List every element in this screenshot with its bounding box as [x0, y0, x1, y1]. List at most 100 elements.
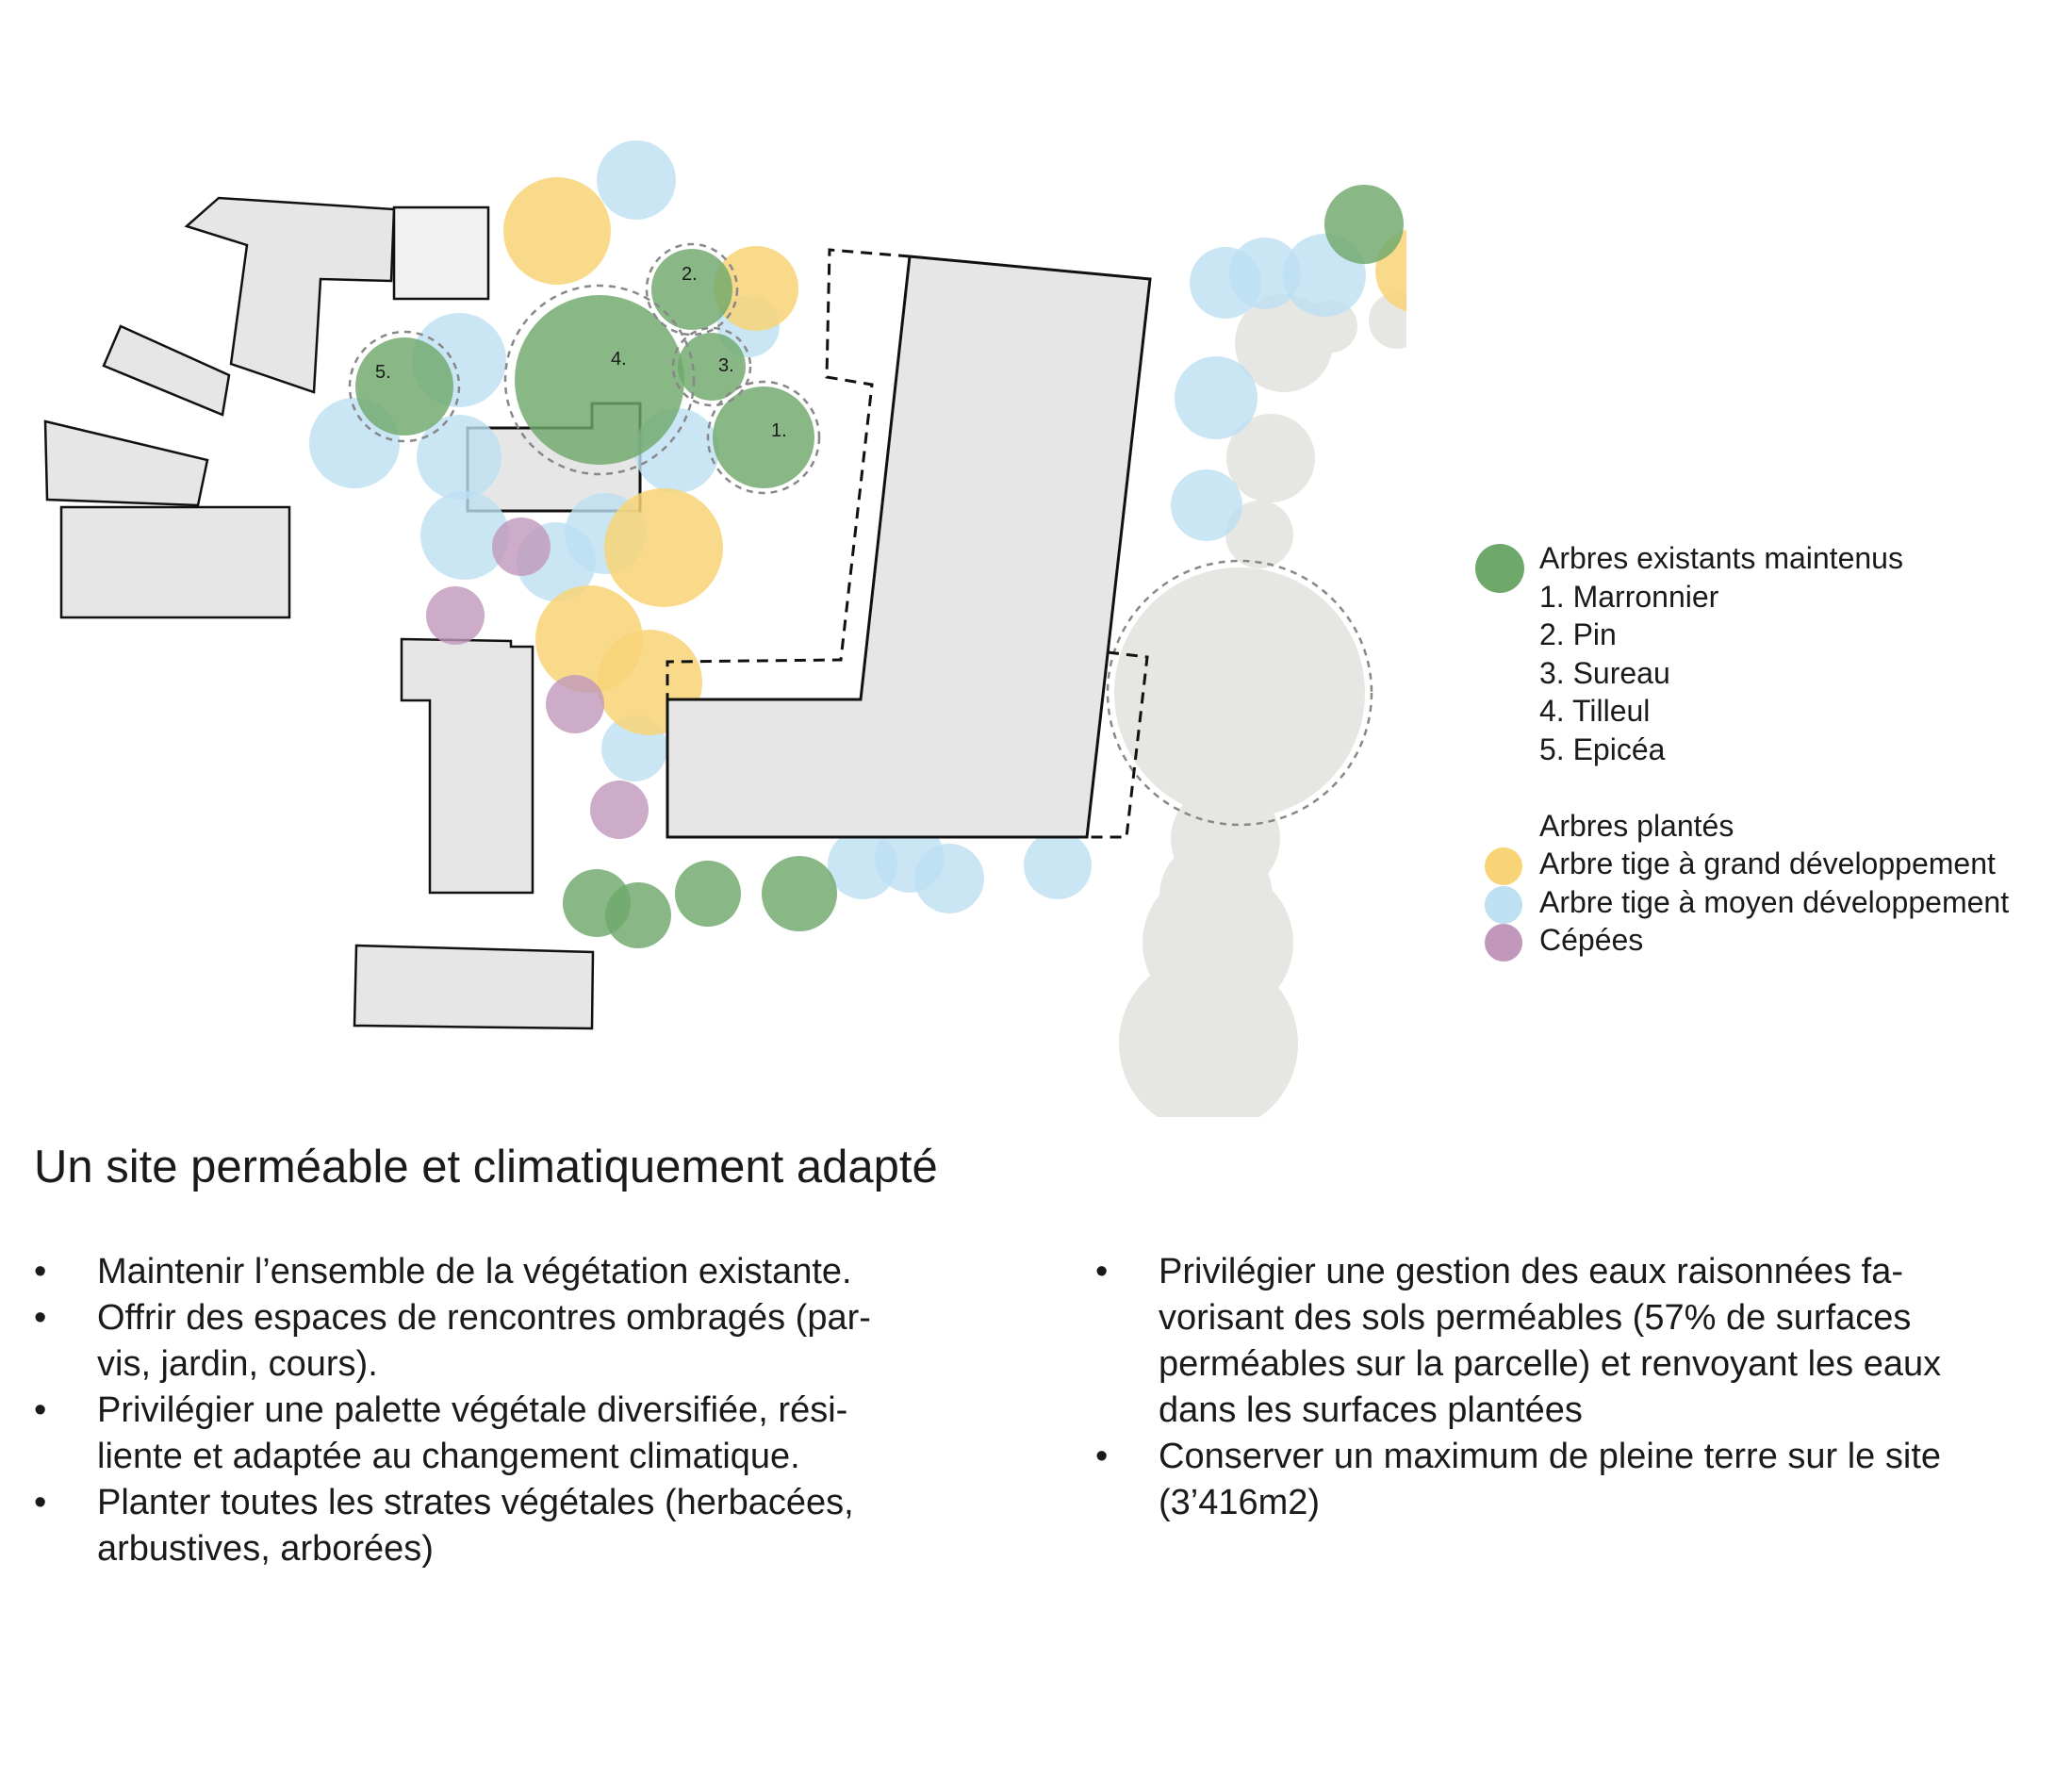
- bullet-line: (3’416m2): [1159, 1483, 1321, 1522]
- building: [392, 206, 490, 301]
- tree-label-1: 1.: [771, 420, 787, 441]
- building: [43, 419, 209, 507]
- medium-tree: [1175, 356, 1258, 439]
- existing-tree: [605, 882, 671, 948]
- neighbor-tree: [1119, 954, 1298, 1117]
- large-tree: [503, 177, 611, 285]
- legend-existing-label: Arbres existants maintenus: [1539, 541, 1903, 575]
- tree-label-4: 4.: [611, 349, 627, 370]
- bullet-item: Privilégier une gestion des eaux raisonn…: [1095, 1249, 2029, 1434]
- existing-tree-marronnier: [713, 386, 814, 488]
- bullet-line: liente et adaptée au changement climatiq…: [97, 1437, 800, 1476]
- medium-tree: [914, 844, 984, 913]
- large-tree: [604, 488, 723, 607]
- cepee: [426, 586, 485, 645]
- tree-label-2: 2.: [682, 264, 698, 285]
- bullet-item: Conserver un maximum de pleine terre sur…: [1095, 1434, 2029, 1526]
- canopy-ring: [503, 284, 696, 476]
- legend-planted-title: Arbres plantés: [1475, 807, 2009, 846]
- canopy-ring: [1106, 559, 1373, 827]
- bullet-item: Offrir des espaces de rencontres ombragé…: [34, 1295, 958, 1388]
- bullet-line: vorisant des sols perméables (57% de sur…: [1159, 1298, 1912, 1338]
- legend-item-label: 3. Sureau: [1539, 655, 1670, 690]
- legend-existing-dot: [1475, 544, 1524, 593]
- cepee: [546, 675, 604, 733]
- bullet-line: Planter toutes les strates végétales (he…: [97, 1483, 854, 1522]
- cepee: [492, 518, 551, 576]
- legend-swatch: [1485, 924, 1522, 962]
- bullet-line: arbustives, arborées): [97, 1529, 434, 1569]
- canopy-rings: [348, 242, 1373, 827]
- legend-planted-item: Arbre tige à moyen développement: [1475, 883, 2010, 924]
- medium-tree: [597, 140, 676, 220]
- legend-existing-item: 3. Sureau: [1475, 654, 2009, 693]
- neighbor-trees: [1114, 292, 1406, 1117]
- building: [59, 505, 291, 619]
- bullet-item: Privilégier une palette végétale diversi…: [34, 1388, 958, 1480]
- cepee: [590, 781, 649, 839]
- cepees: [426, 518, 649, 839]
- bullet-line: dans les surfaces plantées: [1159, 1390, 1583, 1430]
- legend-item-label: Arbre tige à moyen développement: [1539, 884, 2010, 919]
- canopy-ring: [645, 242, 739, 337]
- canopy-ring: [706, 380, 821, 495]
- medium-tree: [417, 415, 501, 500]
- site-plan: 1. 2. 3. 4. 5.: [43, 140, 1406, 1117]
- bullet-item: Planter toutes les strates végétales (he…: [34, 1480, 958, 1572]
- tree-label-3: 3.: [718, 355, 734, 376]
- bullet-line: perméables sur la parcelle) et renvoyant…: [1159, 1344, 1942, 1384]
- canopy-ring: [671, 326, 752, 407]
- neighbor-tree: [1114, 567, 1365, 818]
- legend-item-label: Arbre tige à grand développement: [1539, 847, 1996, 880]
- neighbor-tree: [1225, 501, 1293, 568]
- legend-existing-item: 2. Pin: [1475, 616, 2009, 654]
- building: [400, 637, 534, 895]
- large-tree: [714, 246, 798, 331]
- legend-item-label: 2. Pin: [1539, 617, 1617, 651]
- legend-swatch: [1485, 847, 1522, 885]
- existing-tree: [762, 856, 837, 931]
- medium-tree: [1024, 831, 1092, 899]
- legend-item-label: 1. Marronnier: [1539, 579, 1719, 614]
- bullet-list-right: Privilégier une gestion des eaux raisonn…: [1095, 1249, 2029, 1526]
- canopy-ring: [348, 330, 461, 443]
- former-footprint-outline: [666, 248, 911, 699]
- legend: Arbres existants maintenus 1. Marronnier…: [1475, 539, 2010, 962]
- legend-planted-label: Arbres plantés: [1539, 808, 1734, 843]
- bullet-item: Maintenir l’ensemble de la végétation ex…: [34, 1249, 958, 1295]
- legend-item-label: Cépées: [1539, 923, 1644, 957]
- building: [102, 324, 231, 417]
- medium-tree: [1171, 469, 1242, 541]
- bullet-list-left: Maintenir l’ensemble de la végétation ex…: [34, 1249, 958, 1572]
- building: [353, 944, 595, 1030]
- bullet-line: Privilégier une gestion des eaux raisonn…: [1159, 1252, 1904, 1291]
- bullet-line: Offrir des espaces de rencontres ombragé…: [97, 1298, 871, 1338]
- existing-tree: [1324, 185, 1404, 264]
- legend-existing-item: 1. Marronnier: [1475, 578, 2009, 617]
- legend-existing-title: Arbres existants maintenus: [1475, 539, 2009, 593]
- existing-tree-sureau: [678, 333, 746, 401]
- bullet-line: Maintenir l’ensemble de la végétation ex…: [97, 1252, 852, 1291]
- existing-trees: [355, 185, 1404, 948]
- legend-existing-item: 5. Epicéa: [1475, 731, 2009, 769]
- bullet-line: Privilégier une palette végétale diversi…: [97, 1390, 848, 1430]
- existing-tree-tilleul: [515, 295, 684, 465]
- neighbor-tree: [1226, 414, 1315, 502]
- existing-tree-pin: [651, 249, 732, 330]
- former-footprint-outline-east: [1087, 650, 1149, 839]
- bullet-line: vis, jardin, cours).: [97, 1344, 378, 1384]
- legend-planted-item: Cépées: [1475, 921, 2009, 962]
- medium-tree: [420, 491, 509, 580]
- legend-item-label: 5. Epicéa: [1539, 732, 1666, 766]
- medium-tree: [1229, 238, 1301, 309]
- legend-item-label: 4. Tilleul: [1539, 694, 1651, 728]
- existing-tree: [675, 861, 741, 927]
- large-trees: [503, 177, 1406, 735]
- legend-existing-item: 4. Tilleul: [1475, 692, 2009, 731]
- bullet-line: Conserver un maximum de pleine terre sur…: [1159, 1437, 1942, 1476]
- page-title: Un site perméable et climatiquement adap…: [34, 1142, 938, 1192]
- existing-tree-epicea: [355, 337, 453, 436]
- new-building: [666, 255, 1152, 839]
